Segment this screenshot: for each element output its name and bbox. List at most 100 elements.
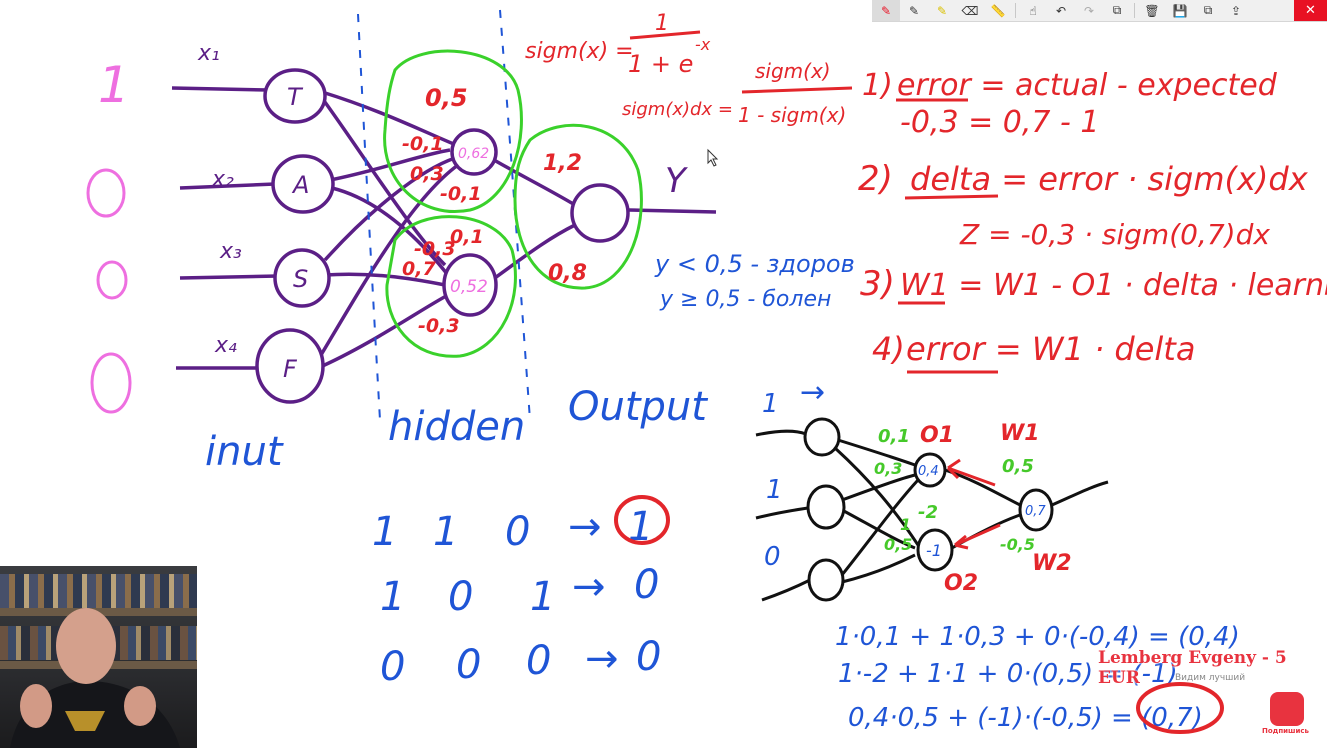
table-cell: 0 — [636, 634, 661, 680]
table-cell: 0 — [456, 642, 481, 688]
small-input: 0 — [764, 542, 781, 572]
edge — [837, 438, 916, 467]
edge — [761, 578, 811, 602]
layer-separators — [357, 9, 531, 421]
edge — [840, 478, 920, 576]
weight: 0,1 — [450, 226, 484, 248]
input-line — [171, 86, 269, 92]
weight: -0,1 — [440, 183, 482, 205]
small-weight: 1 — [900, 515, 911, 534]
output-node — [570, 183, 630, 243]
small-weight: 0,3 — [874, 459, 902, 478]
table-cell: 1 — [372, 509, 397, 555]
output-line — [627, 208, 717, 214]
group — [383, 49, 523, 213]
sigmoid-formula: sigm(x) = — [525, 39, 634, 64]
small-hidden-node — [913, 452, 947, 488]
shirt-print — [65, 711, 105, 731]
edge — [317, 293, 449, 370]
highlighter-icon[interactable]: ✎ — [936, 3, 948, 18]
table-cell: 1 — [433, 509, 458, 555]
result-circle — [1136, 682, 1224, 734]
group — [385, 215, 517, 358]
edge — [1051, 480, 1109, 507]
table-cell: 1 — [380, 574, 405, 620]
edge — [316, 163, 460, 361]
sigmoid-denominator: 1 + e — [628, 50, 693, 78]
input-label-x2: x₂ — [211, 167, 234, 192]
donation-alert: Lemberg Evgeny - 5 EUR — [1098, 648, 1287, 688]
close-icon[interactable]: ✕ — [1294, 0, 1327, 21]
mouse-cursor-icon — [707, 148, 719, 167]
touch-writing-icon[interactable]: ☝ — [1029, 3, 1037, 18]
sigmoid-dx-formula: sigm(x)dx = — [622, 99, 733, 120]
node-a — [271, 154, 335, 214]
threshold-high: y ≥ 0,5 - болен — [659, 287, 831, 312]
toolbar-divider — [1134, 3, 1135, 18]
weight-top: 0,5 — [425, 84, 468, 112]
step-3-formula: W1 = W1 - O1 · delta · learnRate — [900, 268, 1327, 303]
hidden-label-o1: O1 — [920, 423, 954, 448]
table-arrow: → — [585, 636, 619, 682]
edge — [320, 96, 447, 267]
node-label-a: A — [291, 171, 309, 199]
label-output: Output — [568, 384, 708, 430]
drawing-toolbar: ✎ ✎ ✎ ⌫ 📏 ☝ ↶ ↷ ⧉ 🗑 💾 ⧉ ⇪ ✕ — [872, 0, 1327, 22]
threshold-low: y < 0,5 - здоров — [654, 250, 855, 278]
small-output-value: 0,7 — [1025, 504, 1046, 519]
small-input: 1 — [766, 475, 783, 505]
save-icon[interactable]: 💾 — [1172, 3, 1188, 18]
delete-icon[interactable]: 🗑 — [1144, 3, 1160, 18]
crop-icon[interactable]: ⧉ — [1112, 3, 1122, 17]
fraction-bar — [741, 86, 853, 94]
output-weight-label: W1 — [1000, 421, 1040, 446]
output-weight: 0,5 — [1002, 456, 1034, 477]
output-weight-label: W2 — [1032, 551, 1072, 576]
ruler-icon[interactable]: 📏 — [990, 3, 1006, 18]
node-label-s: S — [293, 265, 308, 293]
sigmoid-exponent: -x — [695, 35, 711, 54]
eraser-icon[interactable]: ⌫ — [961, 3, 979, 18]
copy-icon[interactable]: ⧉ — [1203, 3, 1213, 17]
share-icon[interactable]: ⇪ — [1230, 3, 1242, 18]
table-cell: 1 — [530, 574, 555, 620]
green-groups — [383, 49, 643, 358]
red-pen-icon[interactable]: ✎ — [872, 0, 900, 21]
hidden-node-2 — [442, 253, 498, 317]
black-pen-icon[interactable]: ✎ — [908, 3, 920, 18]
backprop-arrows — [946, 458, 1001, 550]
output-label-y: Y — [665, 161, 688, 201]
edge — [493, 158, 576, 207]
label-hidden: hidden — [388, 404, 525, 450]
sigmoid-numerator: 1 — [655, 11, 669, 36]
table-cell: 0 — [505, 509, 530, 555]
small-network-nodes — [803, 417, 1054, 602]
input-value-4-shape — [90, 352, 132, 414]
books — [0, 574, 197, 608]
undo-icon[interactable]: ↶ — [1055, 3, 1067, 18]
edge — [841, 473, 916, 502]
table-cell: 0 — [380, 644, 405, 690]
table-arrow: → — [572, 564, 606, 610]
webcam-video — [0, 566, 197, 748]
redo-icon[interactable]: ↷ — [1083, 3, 1095, 18]
input-value-3-shape — [96, 260, 128, 300]
small-input-node — [807, 558, 845, 602]
input-label-x4: x₄ — [214, 333, 237, 358]
table-cell: 0 — [526, 638, 551, 684]
brand-logo-icon — [1270, 692, 1304, 726]
edge — [329, 148, 451, 182]
small-input-node — [803, 417, 841, 457]
presenter-hand — [20, 684, 52, 728]
node-s — [273, 248, 331, 308]
input-connections — [171, 86, 717, 370]
label-input: inut — [205, 429, 284, 475]
input-line — [179, 274, 279, 280]
input-label-x3: x₃ — [219, 239, 242, 264]
calc-line-3: 0,4·0,5 + (-1)·(-0,5) = (0,7) — [848, 703, 1203, 733]
small-input-node — [806, 484, 846, 530]
step-2-formula: delta = error · sigm(x)dx — [910, 160, 1309, 198]
hidden-value-2: 0,52 — [450, 277, 488, 297]
step-1-example: -0,3 = 0,7 - 1 — [900, 105, 1099, 140]
